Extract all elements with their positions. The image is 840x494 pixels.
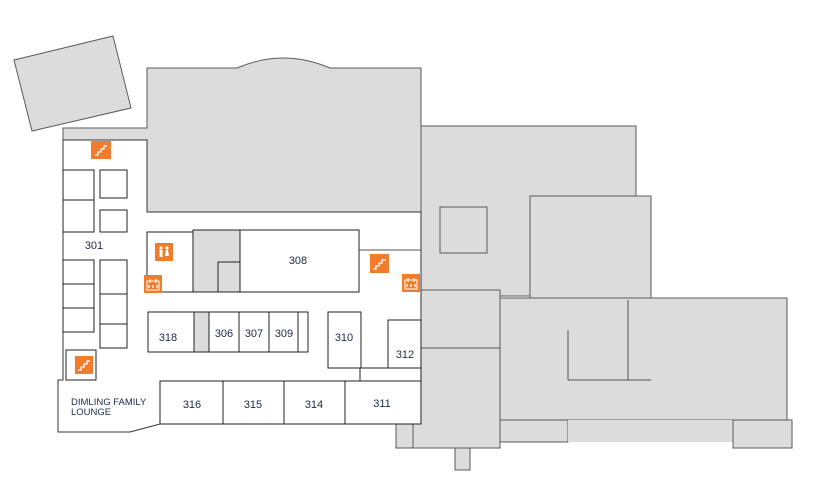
room-315[interactable]: 315: [244, 399, 262, 411]
room-301[interactable]: 301: [85, 240, 103, 252]
adjacent-buildings: [13, 35, 793, 471]
room-312[interactable]: 312: [396, 349, 414, 361]
stairs-icon: [75, 356, 93, 374]
room-309[interactable]: 309: [275, 328, 293, 340]
room-labels: 301 308 318 306 307 309 310 312 316 315 …: [71, 240, 414, 418]
room-311[interactable]: 311: [373, 398, 391, 410]
room-306[interactable]: 306: [215, 328, 233, 340]
lounge-label-line2[interactable]: LOUNGE: [71, 407, 111, 418]
room-318[interactable]: 318: [159, 332, 177, 344]
lounge-label-line1[interactable]: DIMLING FAMILY: [71, 397, 147, 408]
elevator-icon: [144, 275, 162, 293]
room-316[interactable]: 316: [183, 399, 201, 411]
stairs-icon: [91, 141, 111, 159]
stairs-icon: [370, 254, 389, 273]
room-308[interactable]: 308: [289, 255, 307, 267]
room-307[interactable]: 307: [245, 328, 263, 340]
room-310[interactable]: 310: [335, 332, 353, 344]
elevator-icon: [402, 274, 420, 292]
floor-area: [57, 139, 422, 433]
restroom-icon: [155, 243, 173, 261]
room-314[interactable]: 314: [305, 399, 323, 411]
